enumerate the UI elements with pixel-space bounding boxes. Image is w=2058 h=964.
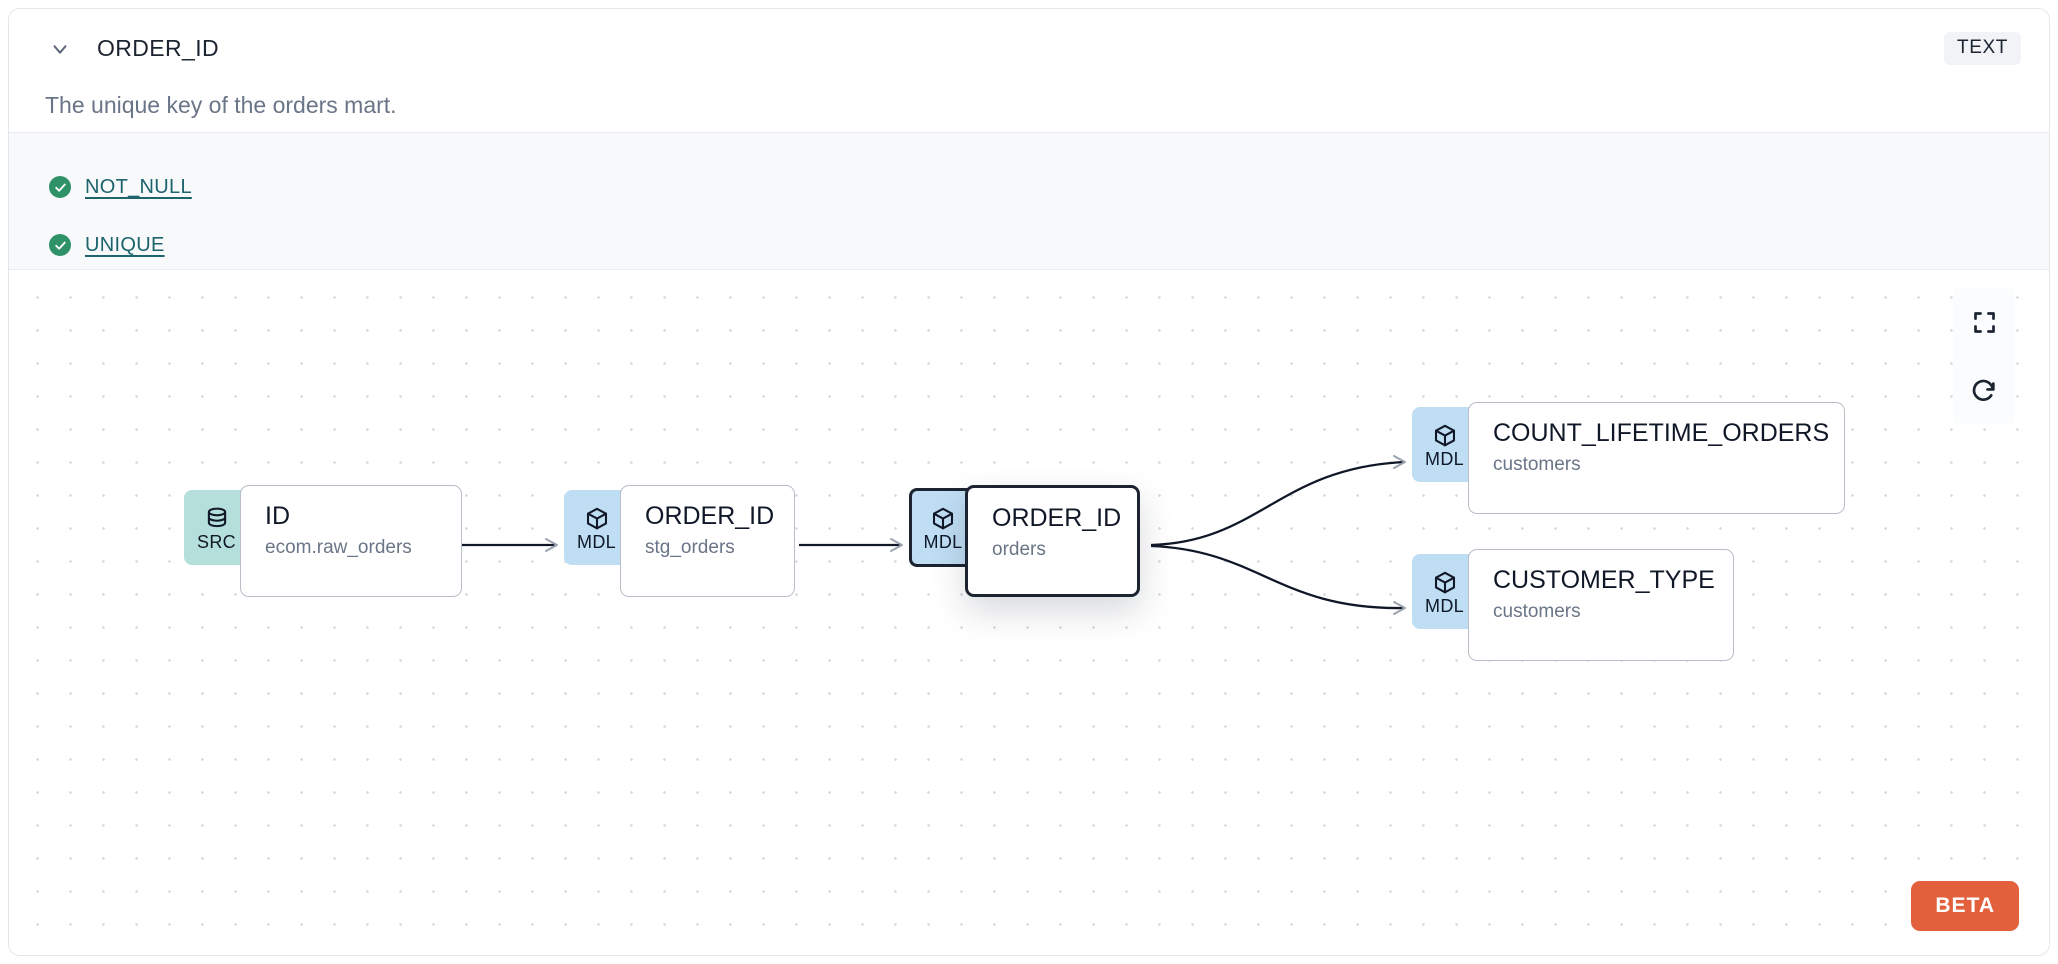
column-detail-panel: ORDER_ID TEXT The unique key of the orde… bbox=[8, 8, 2050, 956]
header-title-row: ORDER_ID bbox=[9, 35, 219, 62]
node-type-badge-mdl: MDL bbox=[564, 490, 629, 565]
lineage-node-src-id[interactable]: SRC ID ecom.raw_orders bbox=[184, 485, 462, 597]
test-link-not-null[interactable]: NOT_NULL bbox=[85, 175, 192, 198]
node-type-badge-mdl: MDL bbox=[1412, 407, 1477, 482]
node-column-name: ORDER_ID bbox=[992, 504, 1122, 532]
node-badge-label: MDL bbox=[923, 531, 963, 552]
column-description: The unique key of the orders mart. bbox=[45, 92, 397, 118]
lineage-node-customer-type[interactable]: MDL CUSTOMER_TYPE customers bbox=[1412, 549, 1734, 661]
fit-view-button[interactable] bbox=[1953, 288, 2015, 356]
cube-icon bbox=[1434, 571, 1455, 593]
node-card: ORDER_ID orders bbox=[965, 485, 1140, 597]
node-column-name: ORDER_ID bbox=[645, 502, 775, 530]
cube-icon bbox=[1434, 424, 1455, 446]
test-row: UNIQUE bbox=[9, 216, 2049, 274]
lineage-node-count-lifetime-orders[interactable]: MDL COUNT_LIFETIME_ORDERS customers bbox=[1412, 402, 1845, 514]
test-row: NOT_NULL bbox=[9, 158, 2049, 216]
page-title: ORDER_ID bbox=[97, 35, 220, 61]
lineage-node-orders-selected[interactable]: MDL ORDER_ID orders bbox=[909, 485, 1140, 597]
node-model-name: ecom.raw_orders bbox=[265, 536, 412, 558]
node-column-name: ID bbox=[265, 502, 290, 530]
test-link-unique[interactable]: UNIQUE bbox=[85, 233, 165, 256]
node-badge-label: MDL bbox=[577, 531, 616, 552]
cube-icon bbox=[586, 507, 607, 529]
node-model-name: stg_orders bbox=[645, 536, 735, 558]
node-card: ORDER_ID stg_orders bbox=[620, 485, 795, 597]
refresh-icon bbox=[1972, 379, 1995, 401]
tests-section: NOT_NULL UNIQUE bbox=[9, 132, 2049, 270]
node-type-badge-src: SRC bbox=[184, 490, 249, 565]
check-circle-icon bbox=[49, 176, 71, 198]
lineage-node-stg-orders[interactable]: MDL ORDER_ID stg_orders bbox=[564, 485, 795, 597]
node-card: ID ecom.raw_orders bbox=[240, 485, 462, 597]
node-card: CUSTOMER_TYPE customers bbox=[1468, 549, 1734, 661]
node-badge-label: SRC bbox=[197, 531, 236, 552]
node-card: COUNT_LIFETIME_ORDERS customers bbox=[1468, 402, 1845, 514]
node-model-name: customers bbox=[1493, 453, 1581, 475]
check-circle-icon bbox=[49, 234, 71, 256]
data-type-badge: TEXT bbox=[1944, 32, 2021, 65]
lineage-edges bbox=[456, 455, 1406, 615]
canvas-controls bbox=[1953, 288, 2015, 424]
node-type-badge-mdl: MDL bbox=[909, 488, 974, 567]
node-model-name: orders bbox=[992, 538, 1046, 560]
node-column-name: COUNT_LIFETIME_ORDERS bbox=[1493, 419, 1830, 447]
reset-button[interactable] bbox=[1953, 356, 2015, 424]
node-badge-label: MDL bbox=[1425, 448, 1464, 469]
panel-header: ORDER_ID TEXT The unique key of the orde… bbox=[9, 9, 2049, 132]
database-icon bbox=[207, 507, 226, 527]
beta-badge: BETA bbox=[1911, 881, 2019, 931]
node-column-name: CUSTOMER_TYPE bbox=[1493, 566, 1715, 594]
cube-icon bbox=[932, 507, 954, 529]
node-model-name: customers bbox=[1493, 600, 1581, 622]
fullscreen-icon bbox=[1973, 311, 1995, 333]
chevron-down-icon[interactable] bbox=[47, 36, 73, 62]
node-type-badge-mdl: MDL bbox=[1412, 554, 1477, 629]
node-badge-label: MDL bbox=[1425, 595, 1464, 616]
lineage-graph-canvas[interactable]: SRC ID ecom.raw_orders MDL ORDER_ID stg_… bbox=[9, 270, 2049, 955]
